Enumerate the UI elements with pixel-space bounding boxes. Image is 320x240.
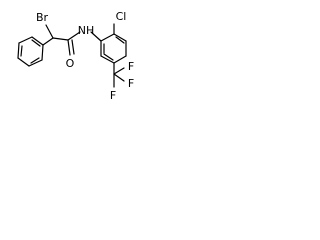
bond bbox=[45, 24, 54, 39]
oxygen-label: O bbox=[66, 57, 75, 70]
bond bbox=[90, 31, 102, 42]
bond bbox=[30, 57, 40, 64]
bond bbox=[41, 44, 44, 61]
phenyl-ring bbox=[17, 36, 44, 67]
bond bbox=[113, 73, 125, 82]
fluorine-label-top-right: F bbox=[128, 60, 134, 73]
molecule-drawing: Br O NH Cl F F F bbox=[17, 10, 134, 102]
bond bbox=[31, 36, 44, 46]
bond bbox=[103, 53, 114, 61]
bond bbox=[115, 36, 125, 44]
bond bbox=[28, 59, 43, 67]
chlorophenyl-ring bbox=[100, 33, 127, 64]
bond bbox=[71, 39, 75, 55]
amide-nitrogen-label: NH bbox=[78, 24, 95, 37]
fluorine-label-bottom-right: F bbox=[128, 77, 134, 90]
bond bbox=[100, 33, 115, 42]
bond bbox=[20, 45, 23, 57]
fluorine-label-bottom: F bbox=[110, 89, 116, 102]
bond bbox=[18, 36, 33, 44]
bond bbox=[52, 37, 69, 41]
bond bbox=[67, 39, 71, 56]
bond bbox=[17, 42, 20, 59]
structure-diagram: Br O NH Cl F F F bbox=[0, 0, 153, 110]
chlorine-label: Cl bbox=[116, 10, 127, 23]
bond bbox=[113, 55, 127, 64]
bond bbox=[42, 37, 54, 46]
bond bbox=[100, 55, 115, 64]
bond bbox=[113, 33, 127, 42]
bond bbox=[113, 67, 125, 75]
bromine-label: Br bbox=[36, 11, 49, 24]
bond bbox=[67, 31, 81, 41]
bond bbox=[31, 39, 41, 47]
bond bbox=[17, 57, 30, 67]
